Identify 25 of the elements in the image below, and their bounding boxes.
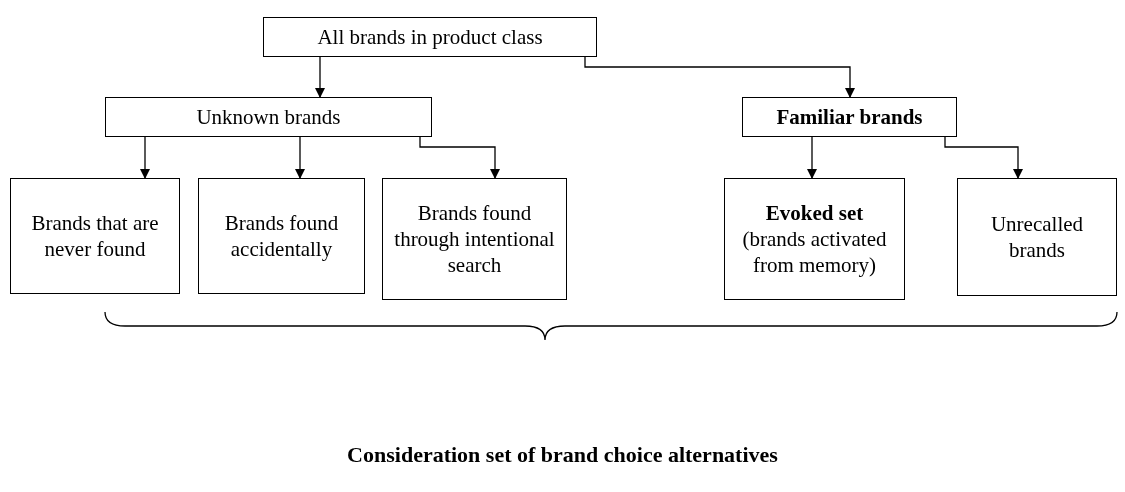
caption: Consideration set of brand choice alternatives [347,442,778,468]
box-text: Brands that are never found [30,209,160,263]
process-box [105,97,432,137]
process-box [198,178,365,294]
process-box [382,178,567,300]
arrow [419,136,500,179]
process-box [724,178,905,300]
box-text: (brands activated from memory) [741,225,888,279]
arrow [295,136,305,179]
box-text: Unrecalled brands [989,210,1085,264]
arrow [584,56,855,98]
box-text: Brands found through intentional search [393,199,556,279]
process-box [742,97,957,137]
box-heading: Evoked set [765,199,864,226]
process-box [957,178,1117,296]
arrow [140,136,150,179]
arrow [807,136,817,179]
process-box [263,17,597,57]
arrow [315,56,325,98]
arrow [944,136,1023,179]
box-text: All brands in product class [317,23,543,51]
box-text: Familiar brands [776,103,923,131]
box-text: Unknown brands [196,103,341,131]
box-text: Brands found accidentally [223,209,340,263]
process-box [10,178,180,294]
